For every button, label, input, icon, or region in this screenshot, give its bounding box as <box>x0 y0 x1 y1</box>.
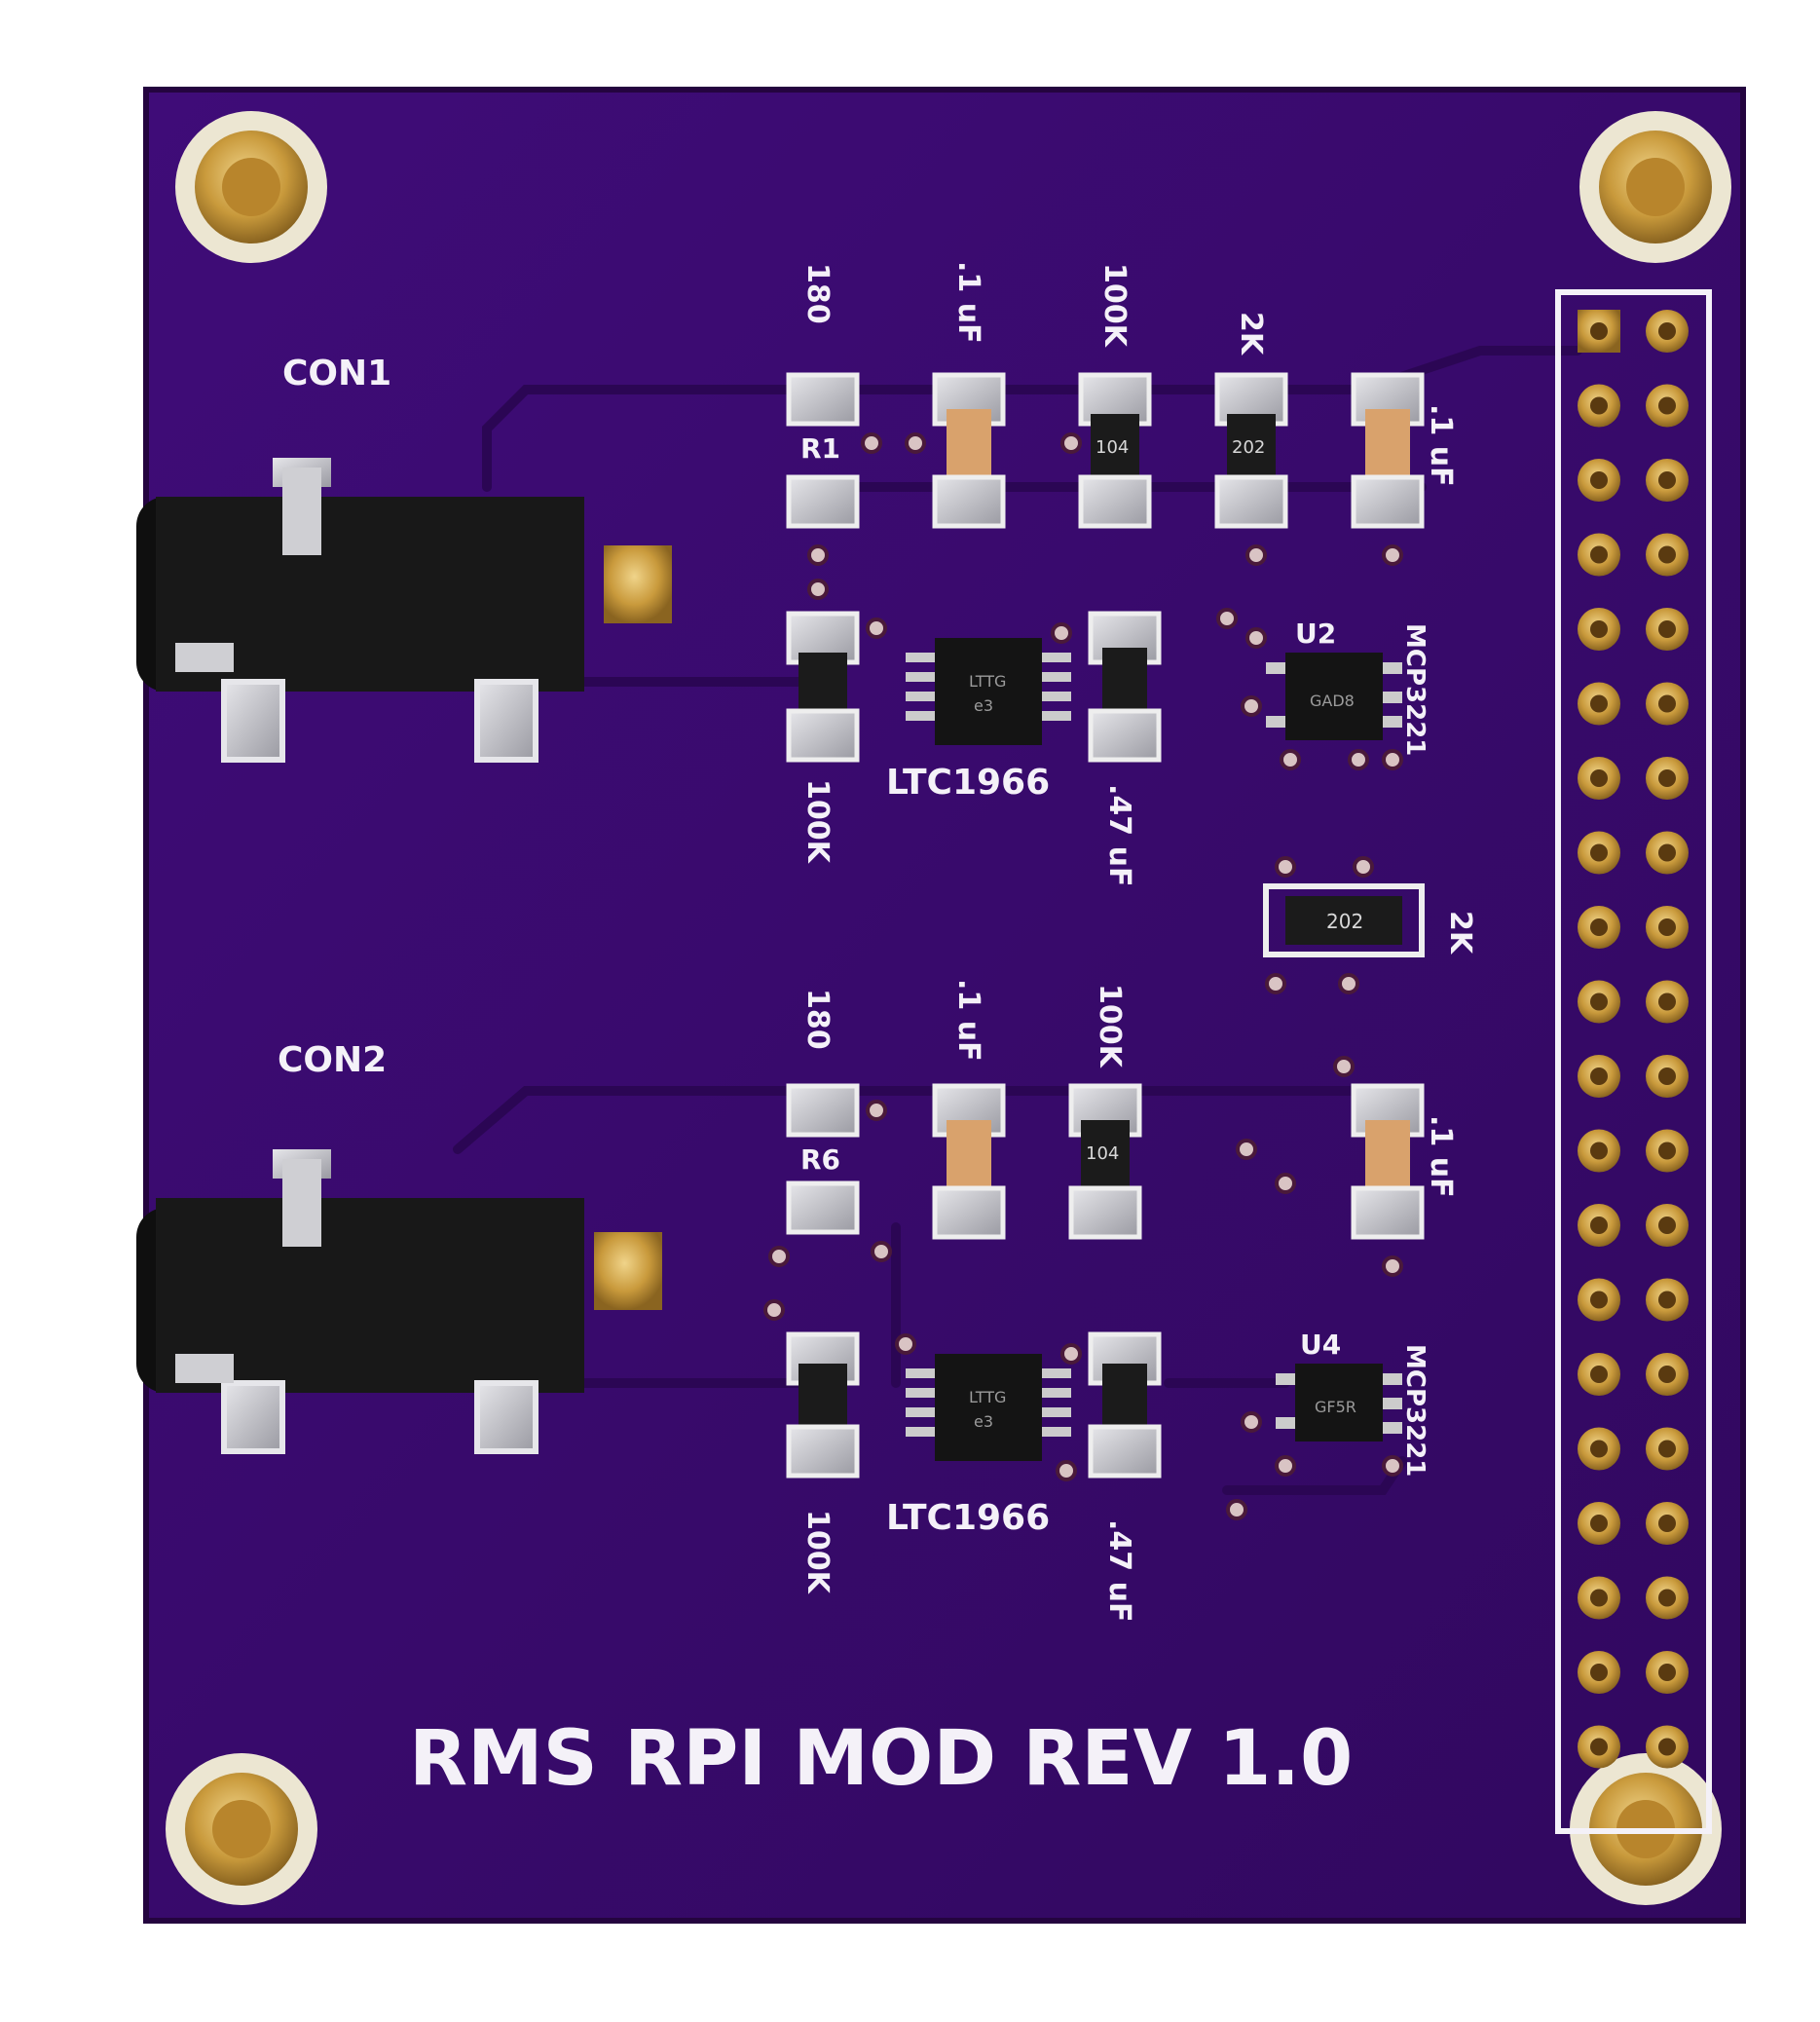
header-pin-hole <box>1658 918 1676 936</box>
header-pin-hole <box>1658 322 1676 340</box>
label-ltc1966-ch2: LTC1966 <box>886 1498 1050 1538</box>
board-title: RMS RPI MOD REV 1.0 <box>409 1715 1353 1803</box>
header-pin-hole <box>1590 1589 1608 1607</box>
label-180-ch1: 180 <box>800 263 835 324</box>
middle-resistor-2k <box>1263 883 1425 957</box>
label-01uf-top-ch1: .1 uF <box>951 261 985 344</box>
header-pin-hole <box>1590 1142 1608 1160</box>
label-047uf-ch1: .47 uF <box>1102 784 1136 886</box>
vias <box>763 432 1403 1520</box>
label-2k-top-ch1: 2K <box>1234 312 1268 356</box>
label-01uf-right-ch1: .1 uF <box>1424 404 1458 487</box>
header-pin-hole <box>1658 1067 1676 1085</box>
label-ltc1966-ch1: LTC1966 <box>886 763 1050 803</box>
header-pin-hole <box>1590 992 1608 1011</box>
audio-jack-con1 <box>136 458 672 763</box>
header-pin-hole <box>1658 694 1676 713</box>
silkscreen-ch2: CON2 180 .1 uF 100K .1 uF R6 100K LTC196… <box>278 979 1458 1622</box>
ref-r6: R6 <box>800 1143 840 1176</box>
channel1-components <box>786 372 1425 763</box>
resistor-code-104-ch2: 104 <box>1086 1143 1119 1164</box>
label-100k-top-ch1: 100K <box>1097 263 1132 349</box>
label-100k-top-ch2: 100K <box>1093 984 1127 1069</box>
chip-mark-ltc-ch1: LTTG <box>969 672 1006 691</box>
header-pin-hole <box>1658 396 1676 415</box>
ref-u2: U2 <box>1295 618 1336 650</box>
header-pin-hole <box>1590 1366 1608 1383</box>
chip-mark-ltc-ch2: LTTG <box>969 1388 1006 1406</box>
header-pin-hole <box>1658 992 1676 1011</box>
header-pin-hole <box>1658 1142 1676 1160</box>
resistor-code-104-ch1: 104 <box>1096 437 1129 458</box>
con1-label: CON1 <box>282 354 391 393</box>
label-047uf-ch2: .47 uF <box>1102 1519 1136 1622</box>
header-pin-hole <box>1590 471 1608 489</box>
label-2k-middle: 2K <box>1443 911 1477 955</box>
header-pin-hole <box>1590 1515 1608 1532</box>
header-pin-hole <box>1590 1291 1608 1309</box>
header-pin-hole <box>1658 471 1676 489</box>
audio-jack-con2 <box>136 1149 662 1454</box>
gpio-header <box>1555 289 1712 1834</box>
silkscreen-ch1: CON1 180 .1 uF 100K 2K .1 uF R1 100K LTC… <box>282 261 1458 886</box>
header-pin-hole <box>1590 322 1608 340</box>
chip-mark-e3-ch1: e3 <box>974 696 993 715</box>
header-pin-hole <box>1658 545 1676 564</box>
header-pin-hole <box>1658 1515 1676 1532</box>
header-pin-hole <box>1658 1589 1676 1607</box>
chip-mark-mcp-ch1: GAD8 <box>1310 692 1355 710</box>
label-mcp3221-ch2: MCP3221 <box>1400 1344 1430 1477</box>
header-pin-hole <box>1590 843 1608 862</box>
label-100k-bottom-ch2: 100K <box>800 1510 835 1595</box>
silkscreen-middle: 2K 202 <box>1326 910 1477 955</box>
ref-u4: U4 <box>1300 1329 1341 1361</box>
header-pin-hole <box>1590 620 1608 638</box>
chip-mark-e3-ch2: e3 <box>974 1412 993 1431</box>
header-pin-hole <box>1658 620 1676 638</box>
chip-mark-mcp-ch2: GF5R <box>1315 1398 1356 1416</box>
header-pin-hole <box>1590 1440 1608 1458</box>
resistor-code-202-middle: 202 <box>1326 910 1363 933</box>
header-pin-hole <box>1658 1440 1676 1458</box>
label-180-ch2: 180 <box>800 989 835 1050</box>
channel2-components <box>786 1083 1425 1479</box>
header-pin-hole <box>1590 396 1608 415</box>
header-pin-hole <box>1658 843 1676 862</box>
label-01uf-right-ch2: .1 uF <box>1424 1115 1458 1198</box>
header-pin-hole <box>1590 1217 1608 1234</box>
header-pin-hole <box>1658 1738 1676 1756</box>
header-pin-hole <box>1590 1738 1608 1756</box>
header-pin-hole <box>1590 545 1608 564</box>
label-01uf-top-ch2: .1 uF <box>951 979 985 1062</box>
header-pin-hole <box>1590 918 1608 936</box>
label-100k-bottom-ch1: 100K <box>800 779 835 865</box>
header-pin-hole <box>1658 1217 1676 1234</box>
header-pin-hole <box>1590 1664 1608 1681</box>
header-pin-hole <box>1590 694 1608 713</box>
con2-label: CON2 <box>278 1040 387 1080</box>
header-pin-hole <box>1658 1291 1676 1309</box>
header-pin-hole <box>1658 769 1676 787</box>
mounting-holes <box>166 111 1731 1905</box>
header-pin-hole <box>1658 1664 1676 1681</box>
resistor-code-202-ch1: 202 <box>1232 437 1265 458</box>
header-pin-hole <box>1658 1366 1676 1383</box>
header-pin-hole <box>1590 769 1608 787</box>
ref-r1: R1 <box>800 432 840 465</box>
label-mcp3221-ch1: MCP3221 <box>1400 623 1430 756</box>
header-pin-hole <box>1590 1067 1608 1085</box>
